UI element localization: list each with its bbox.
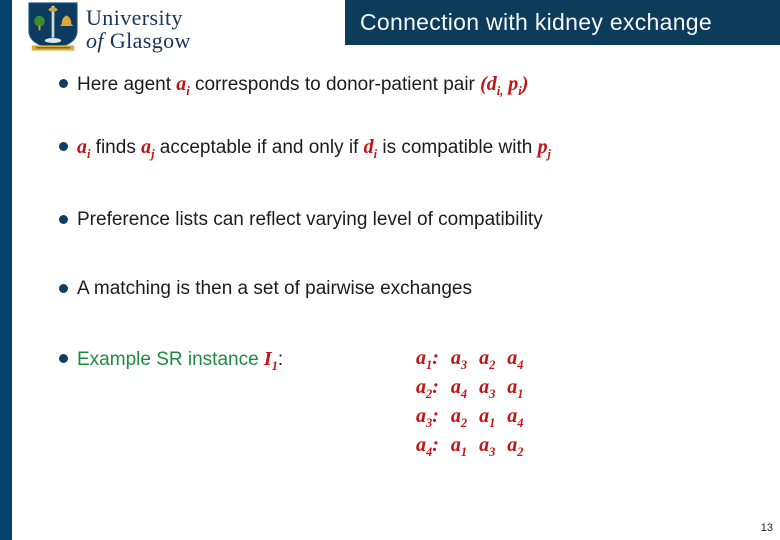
text-segment: Here agent: [77, 74, 177, 95]
left-accent-bar: [0, 0, 12, 540]
bullet-item-5: Example SR instance I1:: [59, 347, 770, 372]
text-segment: Preference lists can reflect varying lev…: [77, 209, 543, 230]
text-segment: (di,: [480, 73, 504, 98]
agent-token: a1: [450, 434, 468, 459]
text-segment: di: [363, 136, 378, 161]
text-segment: A matching is then a set of pairwise exc…: [77, 278, 473, 299]
colon: :: [432, 376, 439, 398]
colon: :: [432, 347, 439, 369]
slide-title-banner: Connection with kidney exchange: [345, 0, 780, 45]
text-segment: ): [521, 73, 529, 95]
logo-line-of-glasgow: of Glasgow: [86, 29, 191, 52]
text-segment: Example SR instance: [77, 349, 264, 370]
text-segment: ai: [176, 73, 190, 98]
agent-token: a4: [416, 434, 433, 459]
text-segment: I1: [263, 348, 278, 373]
logo-glasgow: Glasgow: [109, 28, 191, 53]
bullet-text: Here agent ai corresponds to donor-patie…: [77, 72, 528, 97]
text-segment: :: [277, 349, 284, 370]
text-segment: pi: [503, 73, 522, 98]
slide-title: Connection with kidney exchange: [360, 9, 712, 35]
colon: :: [432, 434, 439, 456]
page-number: 13: [760, 522, 773, 534]
university-crest-icon: [28, 2, 78, 51]
university-logo-text: University of Glasgow: [86, 6, 191, 52]
text-segment: aj: [141, 136, 155, 161]
bullet-text: Preference lists can reflect varying lev…: [77, 208, 543, 232]
bullet-text: Example SR instance I1:: [77, 347, 283, 372]
text-segment: is compatible with: [377, 137, 538, 158]
preference-row: a1: a3 a2 a4: [416, 347, 523, 376]
bullet-item-3: Preference lists can reflect varying lev…: [59, 208, 770, 232]
bullet-icon: [59, 142, 68, 151]
bullet-item-4: A matching is then a set of pairwise exc…: [59, 277, 770, 301]
logo-of: of: [86, 28, 104, 53]
bullet-text: A matching is then a set of pairwise exc…: [77, 277, 472, 301]
bullet-icon: [59, 354, 68, 363]
bullet-icon: [59, 79, 68, 88]
agent-token: a2: [450, 405, 468, 430]
agent-token: a2: [479, 347, 496, 372]
logo-line-university: University: [86, 5, 183, 30]
bullet-icon: [59, 215, 68, 224]
agent-token: a4: [450, 376, 468, 401]
preference-row: a2: a4 a3 a1: [416, 376, 523, 405]
bullet-text: ai finds aj acceptable if and only if di…: [77, 135, 551, 160]
agent-token: a1: [416, 347, 433, 372]
agent-token: a2: [507, 434, 524, 459]
university-logo: University of Glasgow: [26, 2, 346, 54]
agent-token: a3: [450, 347, 468, 372]
agent-token: a3: [416, 405, 433, 430]
bullet-item-1: Here agent ai corresponds to donor-patie…: [59, 72, 770, 97]
text-segment: finds: [90, 137, 142, 158]
agent-token: a4: [507, 347, 524, 372]
agent-token: a4: [507, 405, 524, 430]
agent-token: a2: [416, 376, 433, 401]
text-segment: pj: [537, 136, 551, 161]
text-segment: ai: [77, 136, 91, 161]
agent-token: a1: [507, 376, 524, 401]
agent-token: a1: [479, 405, 496, 430]
agent-token: a3: [479, 376, 496, 401]
bullet-item-2: ai finds aj acceptable if and only if di…: [59, 135, 770, 160]
text-segment: acceptable if and only if: [154, 137, 364, 158]
text-segment: corresponds to donor-patient pair: [189, 74, 481, 95]
agent-token: a3: [479, 434, 496, 459]
colon: :: [432, 405, 439, 427]
bullet-icon: [59, 284, 68, 293]
preference-row: a4: a1 a3 a2: [416, 434, 523, 463]
preference-row: a3: a2 a1 a4: [416, 405, 523, 434]
